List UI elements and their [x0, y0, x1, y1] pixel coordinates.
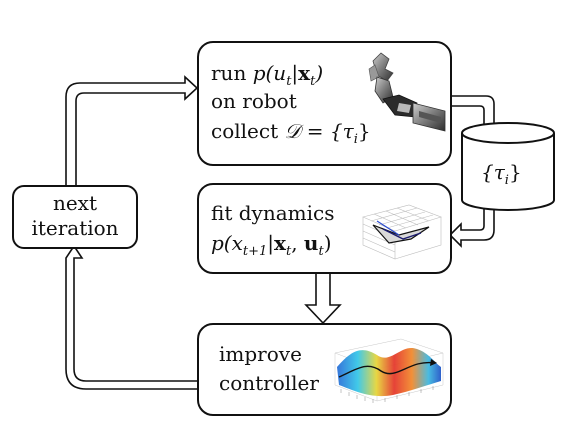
run-policy-line2: on robot: [211, 89, 297, 113]
run-policy-line1: run p(ut|xt): [211, 61, 324, 89]
run-policy-box: run p(ut|xt) on robot collect 𝒟 = {τi}: [197, 41, 452, 166]
fit-dynamics-line2: p(xt+1|xt, ut): [211, 231, 332, 259]
fit-dynamics-box: fit dynamics p(xt+1|xt, ut): [197, 183, 452, 274]
next-iteration-line2: iteration: [31, 216, 119, 240]
arrow-fit-to-improve: [304, 272, 342, 325]
next-iteration-line1: next: [52, 191, 98, 215]
improve-line1: improve: [219, 342, 302, 366]
next-iteration-box: next iteration: [12, 185, 138, 249]
arrow-improve-to-next: [65, 244, 197, 390]
arrow-next-to-run: [65, 75, 199, 187]
robot-arm-icon: [368, 52, 446, 132]
dataset-cylinder-icon: [461, 122, 555, 211]
arrow-dataset-to-fit: [448, 204, 495, 248]
run-policy-line3: collect 𝒟 = {τi}: [211, 119, 371, 147]
dataset-label: {τi}: [481, 160, 522, 188]
fit-dynamics-line1: fit dynamics: [211, 201, 335, 225]
cost-surface-plot-icon: [334, 338, 444, 403]
3d-dynamics-plot-icon: [362, 204, 442, 260]
improve-line2: controller: [219, 371, 319, 395]
improve-controller-box: improve controller: [197, 323, 452, 416]
